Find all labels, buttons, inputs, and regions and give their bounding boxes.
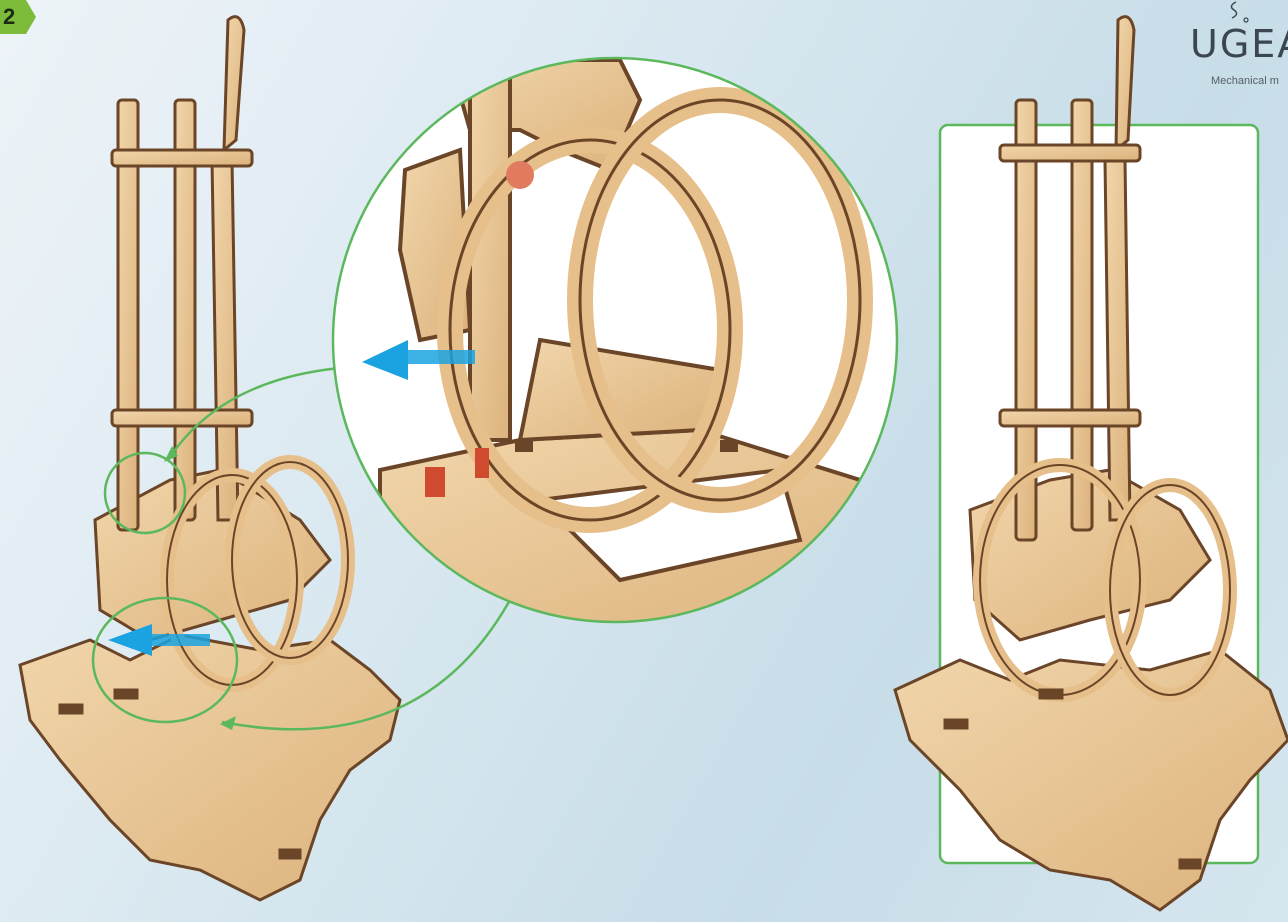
assembly-before-view [20, 17, 400, 900]
detail-zoom-view [333, 58, 900, 640]
